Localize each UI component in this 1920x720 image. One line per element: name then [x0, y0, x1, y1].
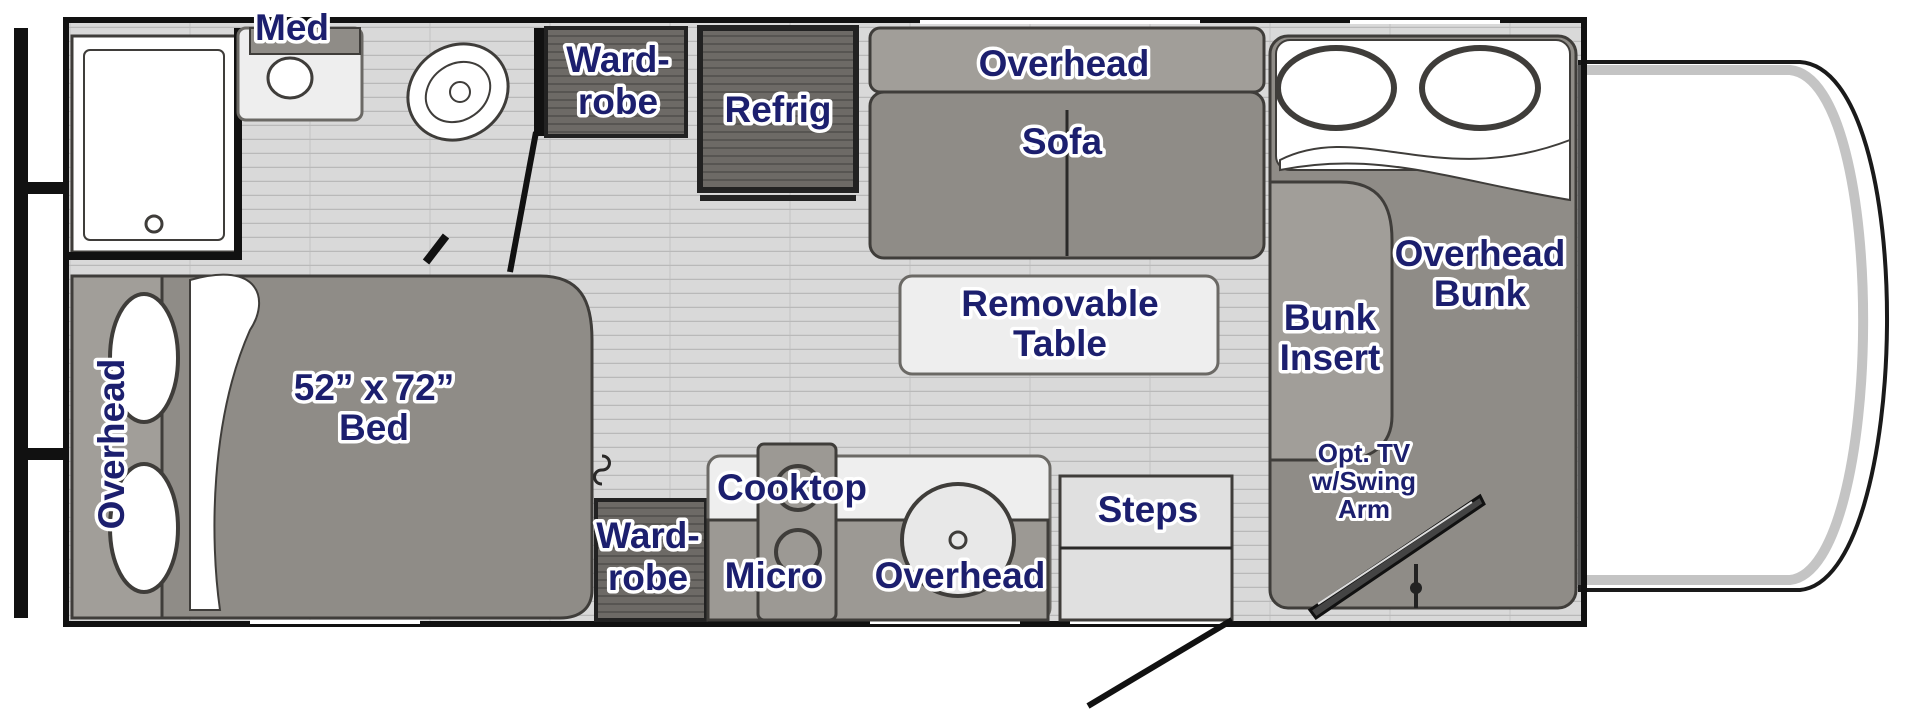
bath-door-wall [534, 28, 544, 136]
shower [70, 34, 238, 254]
entry-door [1086, 617, 1234, 709]
toilet [406, 42, 510, 142]
bath-door [507, 131, 539, 273]
bath-wall [234, 28, 242, 256]
removable-table [898, 274, 1220, 376]
bed [70, 273, 594, 620]
label-removable-table-2: Table [1013, 323, 1107, 364]
label-bed-size: 52” x 72” [294, 367, 454, 408]
cab [1575, 60, 1889, 592]
label-wardrobe-top-1: Ward- [566, 39, 669, 80]
label-bed: Bed [339, 407, 409, 448]
label-cooktop: Cooktop [717, 467, 867, 508]
sofa [868, 90, 1266, 260]
label-refrig: Refrig [725, 89, 832, 130]
bunk-insert [1268, 180, 1394, 462]
label-wardrobe-bottom-2: robe [608, 557, 688, 598]
label-micro: Micro [725, 555, 824, 596]
label-med: Med [255, 7, 329, 48]
label-removable-table-1: Removable [961, 283, 1158, 324]
label-overhead-top: Overhead [979, 43, 1150, 84]
cooktop [756, 442, 838, 622]
label-wardrobe-top-2: robe [578, 81, 658, 122]
wardrobe-top [544, 26, 688, 138]
bath-partition [66, 252, 242, 260]
label-overhead-bunk-2: Bunk [1434, 273, 1527, 314]
wardrobe-bottom [593, 454, 708, 622]
label-wardrobe-bottom-1: Ward- [596, 515, 699, 556]
door-handle [422, 233, 450, 265]
label-bunk-insert-1: Bunk [1284, 297, 1377, 338]
label-opt-tv-2: w/Swing [1311, 466, 1416, 496]
label-sofa: Sofa [1022, 121, 1103, 162]
exterior-walls [14, 17, 1587, 627]
label-steps: Steps [1098, 489, 1199, 530]
refrigerator [697, 25, 859, 201]
galley-sink [900, 482, 1016, 598]
label-overhead-bunk-1: Overhead [1395, 233, 1566, 274]
label-overhead-bottom: Overhead [875, 555, 1046, 596]
lavatory [236, 26, 364, 122]
label-opt-tv-3: Arm [1338, 494, 1390, 524]
label-overhead-left: Overhead [91, 359, 132, 530]
tv-swing-arm [1307, 493, 1486, 621]
overhead-bunk [1268, 34, 1578, 610]
label-bunk-insert-2: Insert [1280, 337, 1381, 378]
entry-steps [1058, 474, 1234, 622]
label-opt-tv-1: Opt. TV [1318, 438, 1411, 468]
